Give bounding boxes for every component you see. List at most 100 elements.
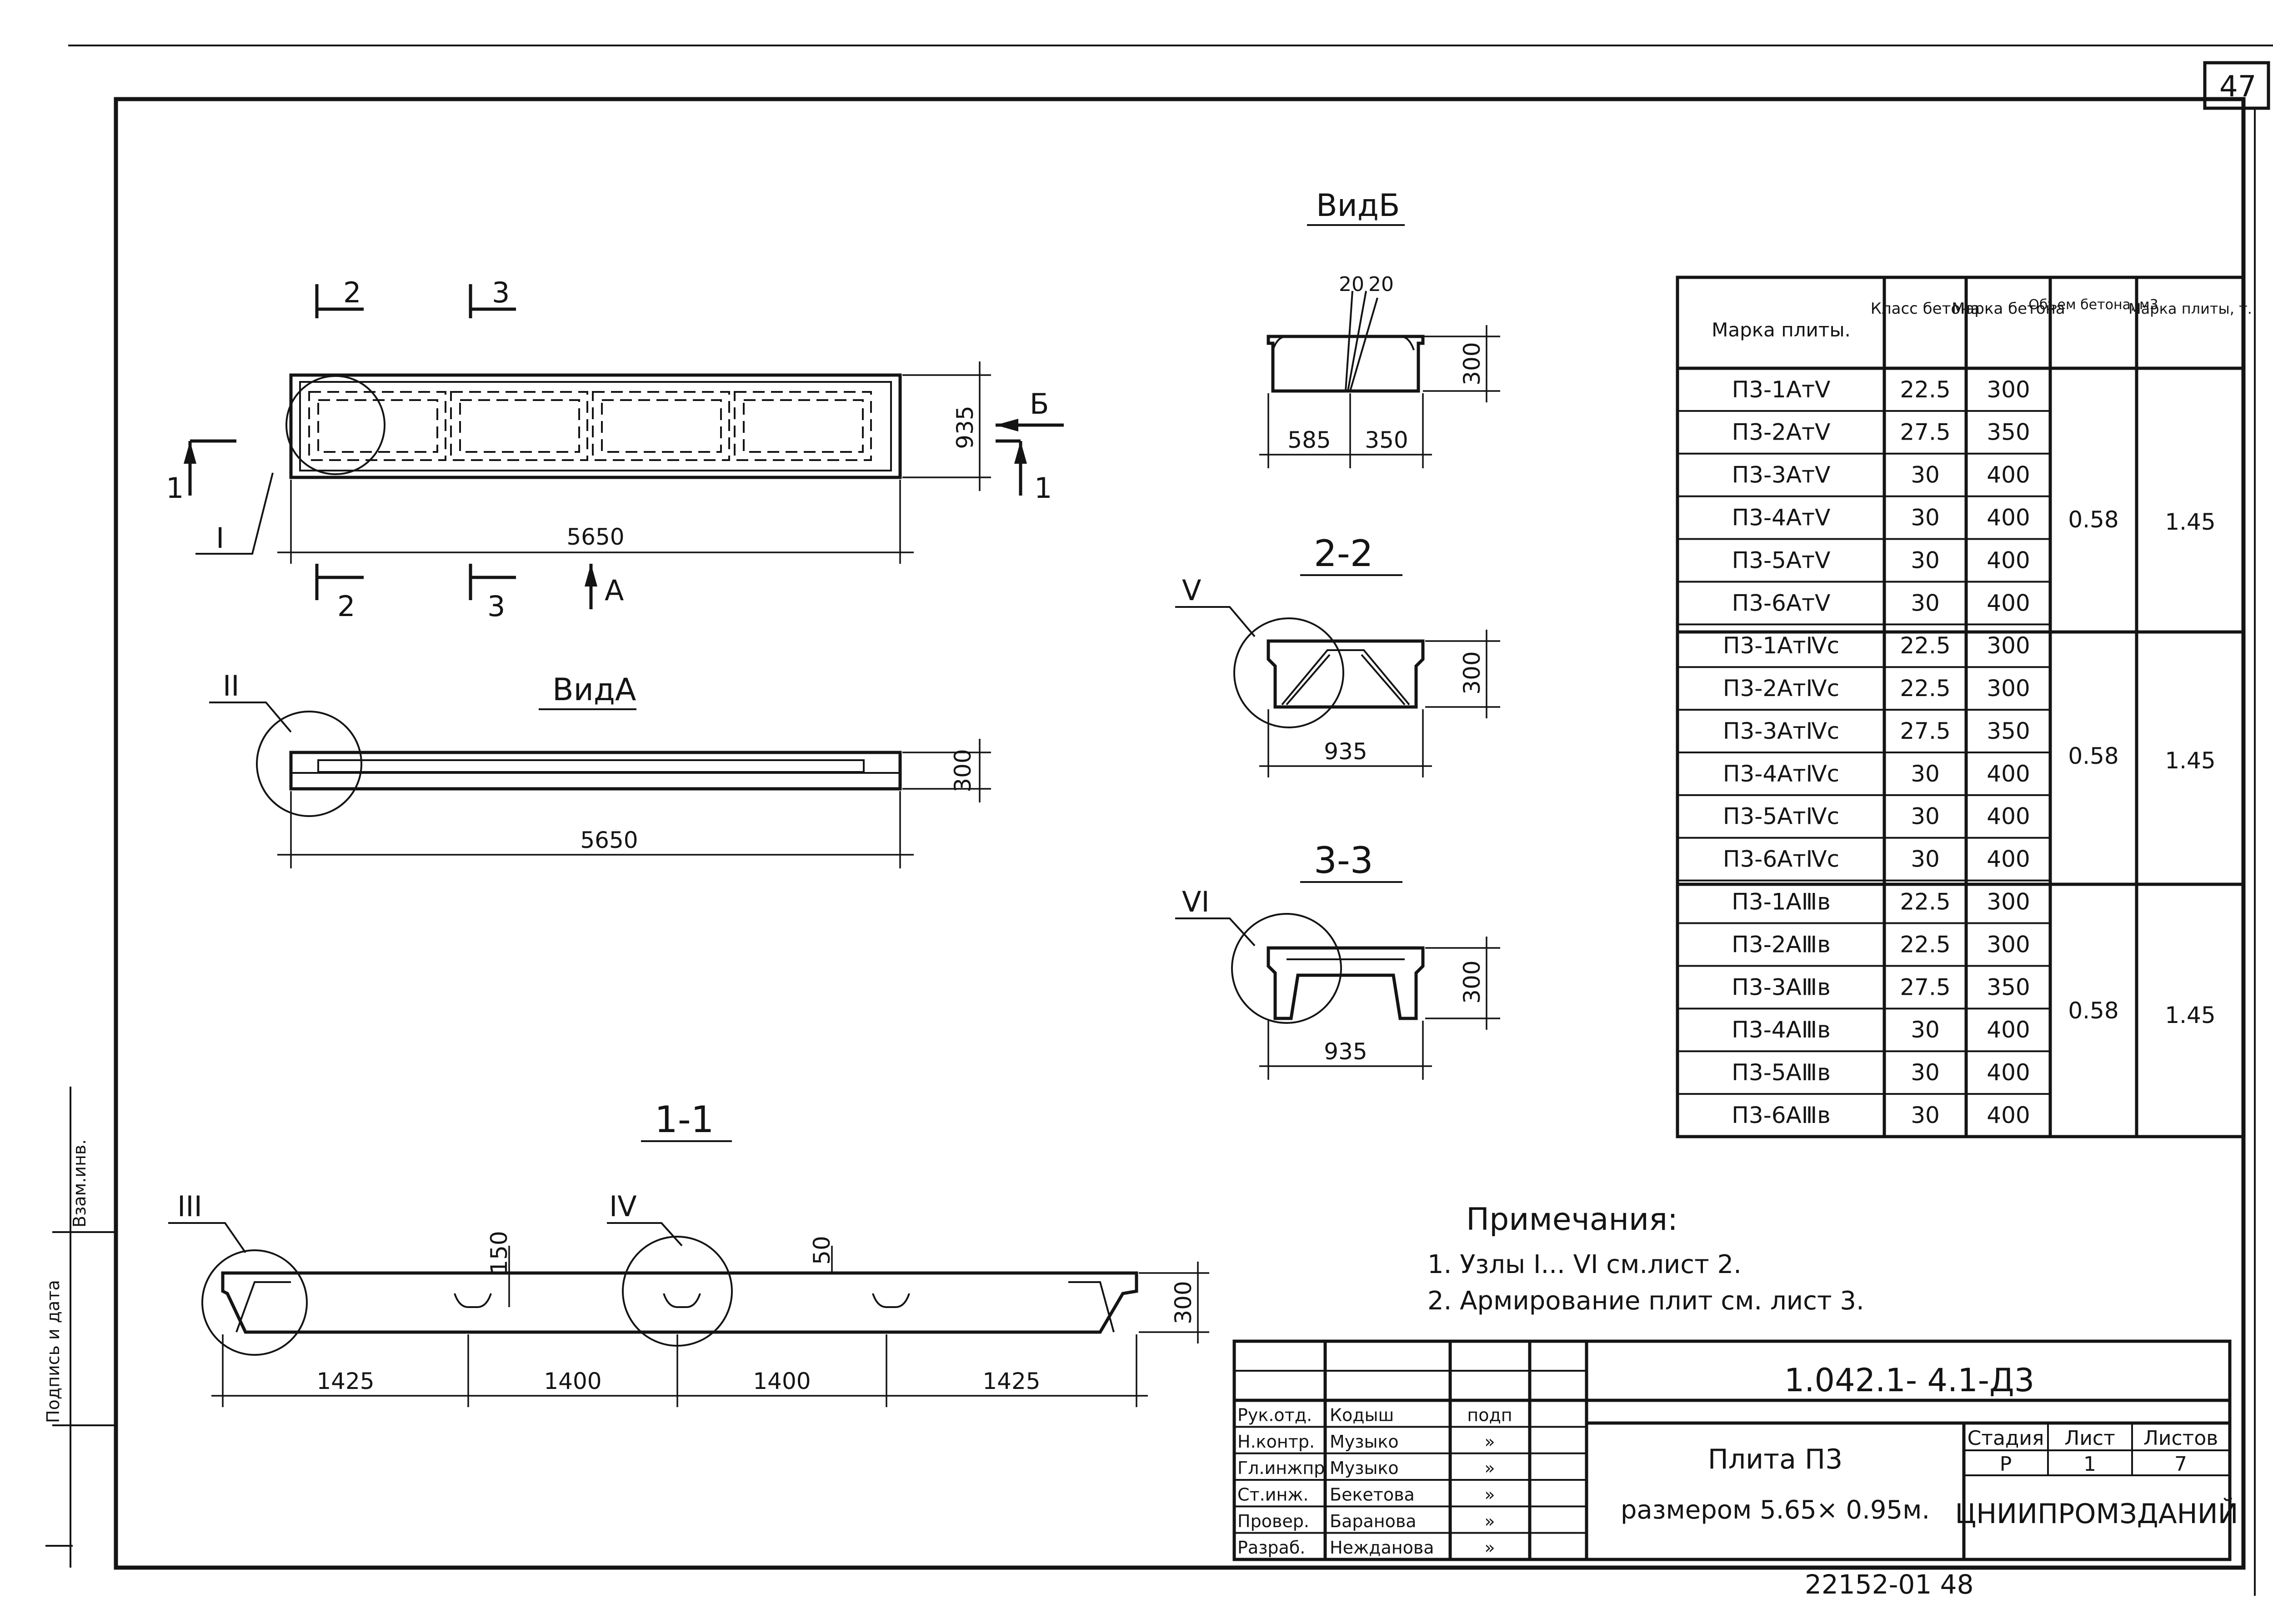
sheet-header: Лист [2064, 1427, 2115, 1450]
inventory-number: 22152-01 48 [1805, 1569, 1973, 1600]
group-2-volume: 0.58 [2068, 743, 2118, 769]
plan-length-dim: 5650 [566, 524, 624, 550]
organization: ЦНИИПРОМЗДАНИЙ [1955, 1497, 2238, 1530]
staff-role: Гл.инжпр [1237, 1458, 1325, 1478]
table-cell-grade: 300 [1987, 931, 2030, 957]
table-cell-grade: 300 [1987, 889, 2030, 915]
staff-sign: » [1484, 1538, 1495, 1558]
node-label-1: I [216, 521, 224, 555]
notes-title: Примечания: [1466, 1202, 1678, 1238]
staff-sign: » [1484, 1511, 1495, 1531]
sheet-number: 47 [2219, 70, 2256, 104]
table-cell-grade: 350 [1987, 419, 2030, 446]
notes: Примечания: 1. Узлы I... VI см.лист 2. 2… [1427, 1202, 1864, 1316]
table-cell-grade: 350 [1987, 718, 2030, 744]
table-cell-class: 27.5 [1900, 718, 1950, 744]
table-cell-class: 30 [1911, 803, 1940, 830]
view-b-dim-350: 350 [1365, 427, 1408, 453]
view-a-length-dim: 5650 [580, 827, 638, 853]
table-cell-class: 22.5 [1900, 376, 1950, 403]
table-cell-mark: П3-5АⅢв [1732, 1059, 1830, 1086]
note-1: 1. Узлы I... VI см.лист 2. [1427, 1250, 1742, 1279]
table-cell-grade: 400 [1987, 547, 2030, 573]
section-11-span-3: 1400 [753, 1368, 811, 1394]
table-cell-mark: П3-4АⅢв [1732, 1017, 1830, 1043]
table-cell-mark: П3-1АтⅣс [1723, 632, 1839, 659]
staff-role: Провер. [1237, 1511, 1309, 1531]
svg-text:3: 3 [487, 590, 505, 623]
note-2: 2. Армирование плит см. лист 3. [1427, 1286, 1864, 1316]
table-cell-class: 22.5 [1900, 675, 1950, 702]
group-2-mass: 1.45 [2165, 747, 2215, 774]
table-cell-grade: 400 [1987, 846, 2030, 872]
table-cell-grade: 400 [1987, 1059, 2030, 1086]
stage-header: Стадия [1968, 1427, 2044, 1450]
node-label-3: III [177, 1190, 202, 1223]
table-cell-class: 30 [1911, 547, 1940, 573]
node-label-5: V [1182, 574, 1201, 607]
view-b-dim-20b: 20 [1368, 273, 1394, 296]
section-11-span-1: 1425 [316, 1368, 374, 1394]
table-cell-mark: П3-4АтⅤ [1732, 505, 1831, 531]
table-cell-mark: П3-5АтⅤ [1732, 547, 1831, 573]
side-stamp-replace: Взам.инв. [70, 1139, 90, 1228]
svg-text:Б: Б [1030, 387, 1049, 421]
section-22-width-dim: 935 [1324, 738, 1367, 765]
staff-sign: » [1484, 1432, 1495, 1452]
table-cell-mark: П3-3АтⅤ [1732, 462, 1831, 488]
table-cell-class: 22.5 [1900, 889, 1950, 915]
svg-text:Класс бетона: Класс бетона [1871, 300, 1980, 318]
svg-text:2: 2 [343, 276, 361, 309]
table-cell-mark: П3-2АⅢв [1732, 931, 1830, 957]
node-circle-5 [1233, 617, 1344, 728]
table-cell-grade: 400 [1987, 761, 2030, 787]
section-1-1: 1-1 III IV 150 50 300 1425 1400 1400 142… [168, 1098, 1209, 1407]
group-3-volume: 0.58 [2068, 997, 2118, 1024]
node-circle-1 [285, 375, 386, 475]
staff-name: Кодыш [1330, 1405, 1394, 1425]
table-cell-grade: 400 [1987, 803, 2030, 830]
node-circle-4 [622, 1236, 733, 1347]
node-circle-6 [1231, 913, 1342, 1024]
title-block: 1.042.1- 4.1-Д3 Плита П3 размером 5.65× … [1232, 1339, 2238, 1561]
spec-table: Марка плиты. Класс бетона Марка бетона О… [1676, 276, 2252, 1138]
view-a: ВидА II 300 5650 [209, 669, 991, 868]
table-cell-mark: П3-2АтⅤ [1732, 419, 1831, 446]
table-cell-grade: 400 [1987, 505, 2030, 531]
table-cell-class: 30 [1911, 505, 1940, 531]
table-cell-class: 30 [1911, 1017, 1940, 1043]
section-11-title: 1-1 [655, 1098, 714, 1141]
table-cell-class: 22.5 [1900, 632, 1950, 659]
staff-name: Музыко [1330, 1432, 1399, 1452]
view-b: ВидБ 20 20 300 585 350 [1259, 188, 1500, 468]
group-1-volume: 0.58 [2068, 506, 2118, 533]
svg-text:А: А [605, 574, 624, 607]
node-circle-2 [256, 711, 362, 817]
view-a-title: ВидА [552, 672, 636, 708]
node-label-6: VI [1182, 885, 1210, 918]
staff-sign: » [1484, 1485, 1495, 1505]
staff-role: Ст.инж. [1237, 1485, 1309, 1505]
svg-text:Марка плиты, т.: Марка плиты, т. [2128, 300, 2252, 317]
node-label-4: IV [609, 1190, 637, 1223]
section-11-height-dim: 300 [1170, 1281, 1197, 1324]
view-b-dim-585: 585 [1287, 427, 1331, 453]
table-cell-grade: 400 [1987, 590, 2030, 616]
sheet-value: 1 [2083, 1453, 2096, 1476]
section-33-height-dim: 300 [1459, 960, 1485, 1003]
node-label-2: II [223, 669, 240, 702]
table-cell-class: 30 [1911, 761, 1940, 787]
section-22-title: 2-2 [1314, 532, 1373, 575]
staff-name: Баранова [1330, 1511, 1417, 1531]
table-cell-mark: П3-1АⅢв [1732, 889, 1830, 915]
section-33-title: 3-3 [1314, 839, 1373, 882]
table-cell-mark: П3-4АтⅣс [1723, 761, 1839, 787]
section-2-2: 2-2 V 300 935 [1175, 532, 1500, 777]
table-cell-grade: 400 [1987, 1017, 2030, 1043]
group-3-mass: 1.45 [2165, 1002, 2215, 1028]
staff-role: Н.контр. [1237, 1432, 1315, 1452]
doc-name-2: размером 5.65× 0.95м. [1621, 1495, 1930, 1525]
table-cell-grade: 350 [1987, 974, 2030, 1000]
view-b-height-dim: 300 [1459, 342, 1485, 385]
table-cell-mark: П3-3АтⅣс [1723, 718, 1839, 744]
